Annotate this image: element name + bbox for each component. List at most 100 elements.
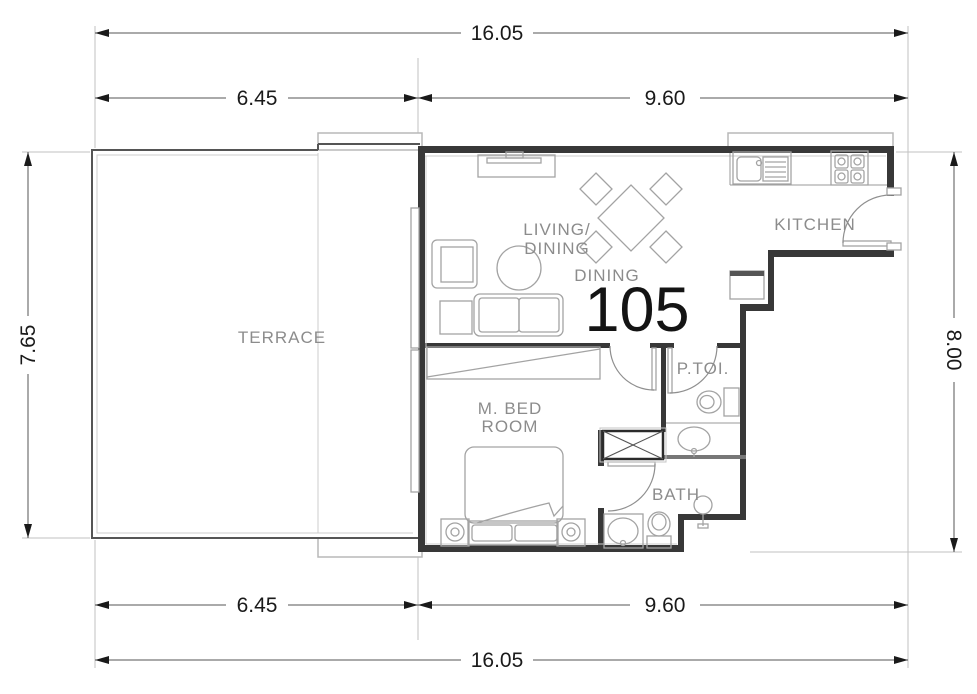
bedroom-label2: ROOM bbox=[482, 417, 539, 436]
wall-bath-stub-bottom bbox=[598, 508, 604, 545]
sofa-icon bbox=[473, 293, 564, 337]
living-dining-furniture bbox=[431, 151, 683, 337]
dim-arrow-icon bbox=[894, 601, 908, 609]
dining-chair-icon bbox=[649, 172, 683, 206]
wall-kitchen-bottom bbox=[768, 250, 894, 257]
wall-door-mullion bbox=[650, 343, 674, 348]
drainboard-icon bbox=[762, 156, 789, 182]
nightstand-icon bbox=[556, 518, 586, 547]
coffee-table-icon bbox=[496, 245, 542, 291]
dining-chair-icon bbox=[579, 172, 613, 206]
dim-terrace-bottom: 6.45 bbox=[237, 594, 278, 617]
dim-terrace-top: 6.45 bbox=[237, 87, 278, 110]
powder-toilet-label: P.TOI. bbox=[677, 359, 730, 378]
dim-arrow-icon bbox=[894, 94, 908, 102]
dim-arrow-icon bbox=[404, 94, 418, 102]
dining-chair-icon bbox=[649, 230, 683, 264]
dimension-texts: 16.05 6.45 9.60 6.45 9.60 16.05 7.65 8.0… bbox=[17, 22, 965, 672]
wall-ptoi-bath-divider bbox=[663, 455, 746, 459]
dim-arrow-icon bbox=[950, 152, 958, 166]
terrace-sliding-door sliding-door-icon bbox=[410, 207, 420, 493]
wall-left bbox=[418, 146, 425, 552]
dim-arrow-icon bbox=[95, 94, 109, 102]
toilet-icon bbox=[646, 511, 672, 549]
dim-total-bottom: 16.05 bbox=[471, 649, 524, 672]
dim-arrow-icon bbox=[24, 524, 32, 538]
wall-ptoi-top bbox=[717, 343, 746, 348]
tv-unit-icon bbox=[477, 151, 556, 178]
wall-right-upper-b bbox=[887, 245, 894, 257]
dim-arrow-icon bbox=[95, 656, 109, 664]
bedroom-furniture bbox=[426, 346, 601, 547]
dining-label: DINING bbox=[574, 266, 640, 285]
wall-ptoi-left bbox=[661, 348, 666, 432]
wall-top bbox=[418, 146, 893, 153]
dim-arrow-icon bbox=[950, 538, 958, 552]
toilet-icon bbox=[696, 387, 740, 417]
side-table-icon bbox=[439, 300, 473, 335]
entry-door swing-door-icon bbox=[842, 187, 902, 251]
entry-cabinet-icon bbox=[729, 270, 765, 300]
kitchen-sink-icon bbox=[732, 151, 792, 185]
wall-step-upper bbox=[768, 251, 774, 311]
wall-step-mid bbox=[740, 304, 774, 311]
dim-unit-bottom: 9.60 bbox=[645, 594, 686, 617]
living-dining-label2: DINING bbox=[524, 239, 590, 258]
wall-bedroom-top bbox=[425, 343, 610, 348]
terrace-walls bbox=[91, 143, 420, 539]
projection-top bbox=[317, 132, 423, 151]
kitchen-fixtures bbox=[729, 150, 887, 300]
bedroom-label: M. BED bbox=[478, 399, 543, 418]
bedroom-door swing-door-icon bbox=[609, 345, 657, 391]
powder-toilet-fixtures bbox=[666, 387, 740, 457]
dim-depth-left: 7.65 bbox=[17, 325, 40, 366]
armchair-icon bbox=[431, 239, 478, 289]
wall-right-upper-a bbox=[887, 146, 894, 196]
pillow-icon bbox=[471, 524, 513, 542]
projection-kitchen bbox=[727, 132, 894, 148]
dim-arrow-icon bbox=[418, 601, 432, 609]
wall-right-lower bbox=[740, 304, 746, 520]
dim-total-top: 16.05 bbox=[471, 22, 524, 45]
washbasin-icon bbox=[677, 426, 711, 457]
dining-set bbox=[579, 172, 683, 264]
projection-outlines bbox=[317, 132, 894, 558]
dim-arrow-icon bbox=[404, 601, 418, 609]
terrace-label: TERRACE bbox=[238, 328, 326, 347]
dim-depth-right: 8.00 bbox=[942, 330, 965, 371]
wall-bath-stub-top bbox=[598, 430, 604, 466]
dining-chair-icon bbox=[579, 230, 613, 264]
bath-label: BATH bbox=[652, 485, 700, 504]
dim-arrow-icon bbox=[95, 29, 109, 37]
doors bbox=[410, 187, 902, 512]
shower-icon bbox=[693, 495, 713, 529]
bed-icon bbox=[464, 446, 564, 546]
bath-door swing-door-icon bbox=[607, 461, 656, 512]
walls bbox=[418, 146, 894, 552]
extension-lines bbox=[22, 26, 962, 668]
duct-shaft-icon bbox=[599, 427, 667, 463]
dim-arrow-icon bbox=[24, 152, 32, 166]
living-dining-label: LIVING/ bbox=[523, 220, 590, 239]
powder-toilet-door swing-door-icon bbox=[667, 345, 718, 394]
dim-arrow-icon bbox=[95, 601, 109, 609]
dimension-lines bbox=[24, 29, 958, 664]
room-labels: TERRACE LIVING/ DINING DINING 105 KITCHE… bbox=[238, 215, 856, 504]
wall-step-bath bbox=[678, 514, 684, 552]
unit-number: 105 bbox=[584, 275, 689, 345]
dim-arrow-icon bbox=[894, 656, 908, 664]
dim-unit-top: 9.60 bbox=[645, 87, 686, 110]
dining-table-icon bbox=[597, 184, 665, 252]
pillow-icon bbox=[514, 524, 558, 542]
wall-bottom bbox=[418, 545, 684, 552]
dim-arrow-icon bbox=[894, 29, 908, 37]
bath-fixtures bbox=[603, 495, 713, 549]
kitchen-label: KITCHEN bbox=[774, 215, 856, 234]
projection-bottom bbox=[317, 537, 423, 558]
wall-bath-bottom bbox=[678, 514, 746, 520]
wardrobe-icon bbox=[426, 346, 601, 380]
nightstand-icon bbox=[440, 518, 470, 547]
dim-arrow-icon bbox=[418, 94, 432, 102]
